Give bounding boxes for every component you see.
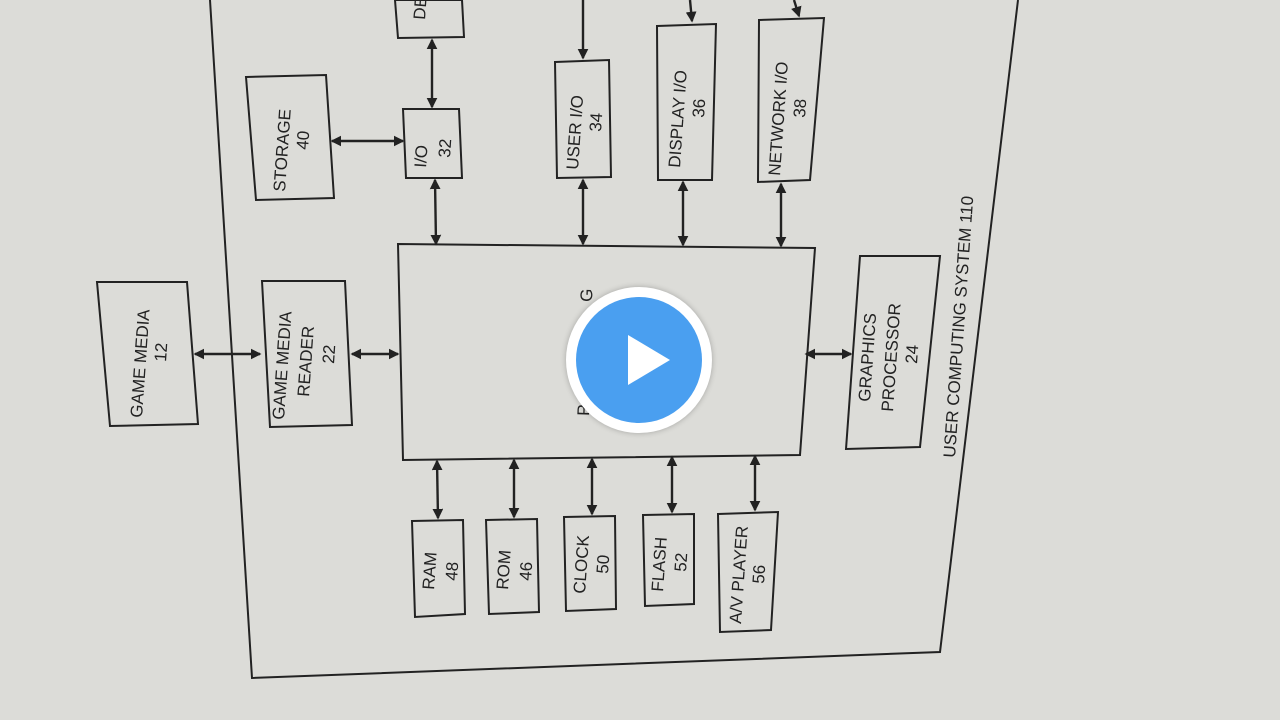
play-button-disc[interactable]	[576, 297, 702, 423]
ram-box	[410, 518, 467, 619]
processor-label-bottom: P	[574, 404, 593, 416]
rom-label: ROM	[493, 549, 515, 590]
clock-label: CLOCK	[570, 534, 593, 594]
device-partial-label: DE	[410, 0, 431, 20]
av-player-box	[716, 510, 780, 634]
graphics-processor-label-2: PROCESSOR	[878, 303, 905, 413]
storage-label: STORAGE	[270, 108, 295, 192]
ram-label: RAM	[419, 551, 441, 590]
connector-display-io-input	[685, 0, 697, 23]
storage-number: 40	[293, 130, 313, 150]
game-media-reader-label-2: READER	[294, 325, 318, 397]
io-label: I/O	[411, 144, 432, 168]
rom-box	[484, 517, 541, 616]
connector-io-processor	[429, 178, 442, 246]
graphics-processor-box	[844, 255, 942, 451]
game-media-label: GAME MEDIA	[127, 308, 154, 418]
connector-network-io-input	[791, 0, 802, 18]
graphics-processor-label-1: GRAPHICS	[855, 312, 880, 402]
clock-number: 50	[593, 554, 613, 574]
game-media-reader-label-1: GAME MEDIA	[269, 310, 296, 420]
game-media-reader-box	[260, 280, 354, 429]
storage-box	[244, 73, 336, 202]
clock-box	[562, 514, 618, 613]
game-media-box	[95, 281, 200, 428]
display-io-number: 36	[689, 98, 709, 118]
av-player-label: A/V PLAYER	[726, 525, 752, 624]
display-io-label: DISPLAY I/O	[665, 70, 691, 169]
outer-system-label: USER COMPUTING SYSTEM 110	[940, 195, 977, 458]
connector-processor-ram	[431, 459, 444, 520]
io-number: 32	[435, 138, 455, 158]
user-io-number: 34	[586, 112, 606, 132]
flash-number: 52	[671, 552, 691, 572]
rom-number: 46	[516, 561, 536, 581]
network-io-number: 38	[790, 98, 810, 118]
play-icon	[628, 335, 670, 385]
io-box	[401, 108, 464, 179]
ram-number: 48	[442, 561, 462, 581]
flash-label: FLASH	[648, 536, 671, 592]
connectors	[193, 0, 853, 520]
play-button[interactable]	[566, 287, 712, 433]
user-io-label: USER I/O	[563, 95, 587, 171]
graphics-processor-number: 24	[902, 344, 922, 364]
outer-system-frame	[209, 0, 1019, 680]
device-partial-box	[393, 0, 466, 40]
processor-label-top: G	[577, 288, 596, 302]
user-io-box	[553, 58, 613, 180]
display-io-box	[655, 22, 718, 181]
network-io-label: NETWORK I/O	[765, 61, 792, 176]
flash-box	[641, 512, 695, 608]
game-media-reader-number: 22	[319, 344, 339, 364]
processor-box	[396, 242, 817, 462]
network-io-box	[756, 16, 826, 184]
game-media-number: 12	[151, 342, 171, 362]
av-player-number: 56	[749, 564, 769, 584]
